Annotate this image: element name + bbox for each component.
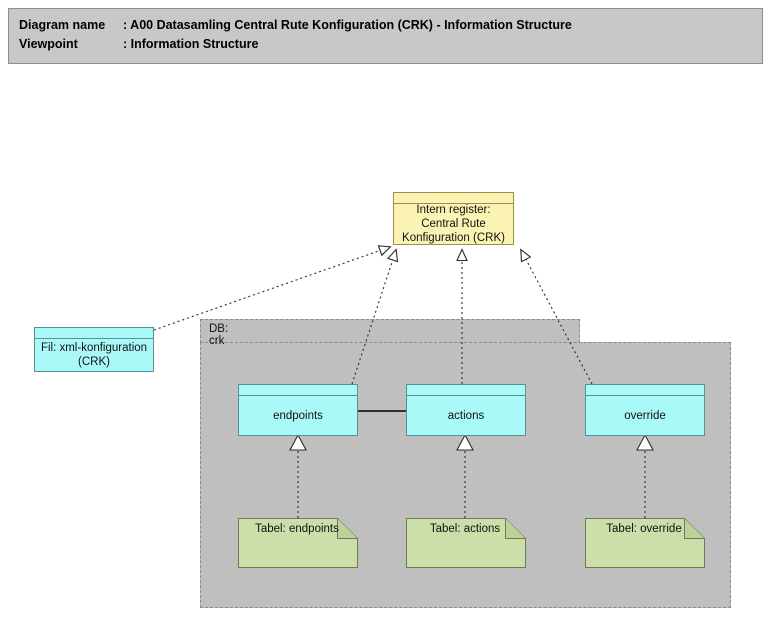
node-intern-register[interactable]: Intern register: Central Rute Konfigurat… <box>393 192 514 245</box>
node-fil-xml-konfiguration[interactable]: Fil: xml-konfiguration (CRK) <box>34 327 154 372</box>
viewpoint-row: Viewpoint: Information Structure <box>19 35 762 54</box>
note-tabel-endpoints[interactable]: Tabel: endpoints <box>238 518 358 568</box>
note-shape <box>406 518 526 568</box>
note-tabel-override[interactable]: Tabel: override <box>585 518 705 568</box>
node-header-strip <box>35 328 153 339</box>
diagram-name-value: A00 Datasamling Central Rute Konfigurati… <box>130 18 572 32</box>
diagram-name-separator: : <box>123 18 131 32</box>
group-tab <box>200 319 580 343</box>
viewpoint-label: Viewpoint <box>19 37 78 51</box>
group-body <box>200 342 731 608</box>
note-label-tabel-endpoints: Tabel: endpoints <box>255 523 339 535</box>
note-label-tabel-actions: Tabel: actions <box>429 523 501 535</box>
node-endpoints[interactable]: endpoints <box>238 384 358 436</box>
edge-fil-xml-to-intern-register <box>153 245 392 331</box>
note-shape <box>238 518 358 568</box>
diagram-name-label: Diagram name <box>19 18 106 32</box>
node-header-strip <box>239 385 357 396</box>
note-tabel-actions[interactable]: Tabel: actions <box>406 518 526 568</box>
node-label-actions: actions <box>447 409 485 422</box>
viewpoint-separator: : <box>123 37 131 51</box>
node-actions[interactable]: actions <box>406 384 526 436</box>
node-header-strip <box>586 385 704 396</box>
node-label-endpoints: endpoints <box>273 409 323 422</box>
group-title: DB: crk <box>209 323 229 347</box>
diagram-title-block: Diagram name: A00 Datasamling Central Ru… <box>8 8 763 64</box>
node-label-override: override <box>624 409 666 422</box>
node-label-fil-xml-konfiguration: Fil: xml-konfiguration (CRK) <box>40 342 148 368</box>
node-header-strip <box>407 385 525 396</box>
note-shape <box>585 518 705 568</box>
node-override[interactable]: override <box>585 384 705 436</box>
viewpoint-value: Information Structure <box>130 37 259 51</box>
node-label-intern-register: Intern register: Central Rute Konfigurat… <box>402 204 505 244</box>
note-label-tabel-override: Tabel: override <box>606 523 682 535</box>
node-header-strip <box>394 193 513 204</box>
diagram-name-row: Diagram name: A00 Datasamling Central Ru… <box>19 16 762 35</box>
